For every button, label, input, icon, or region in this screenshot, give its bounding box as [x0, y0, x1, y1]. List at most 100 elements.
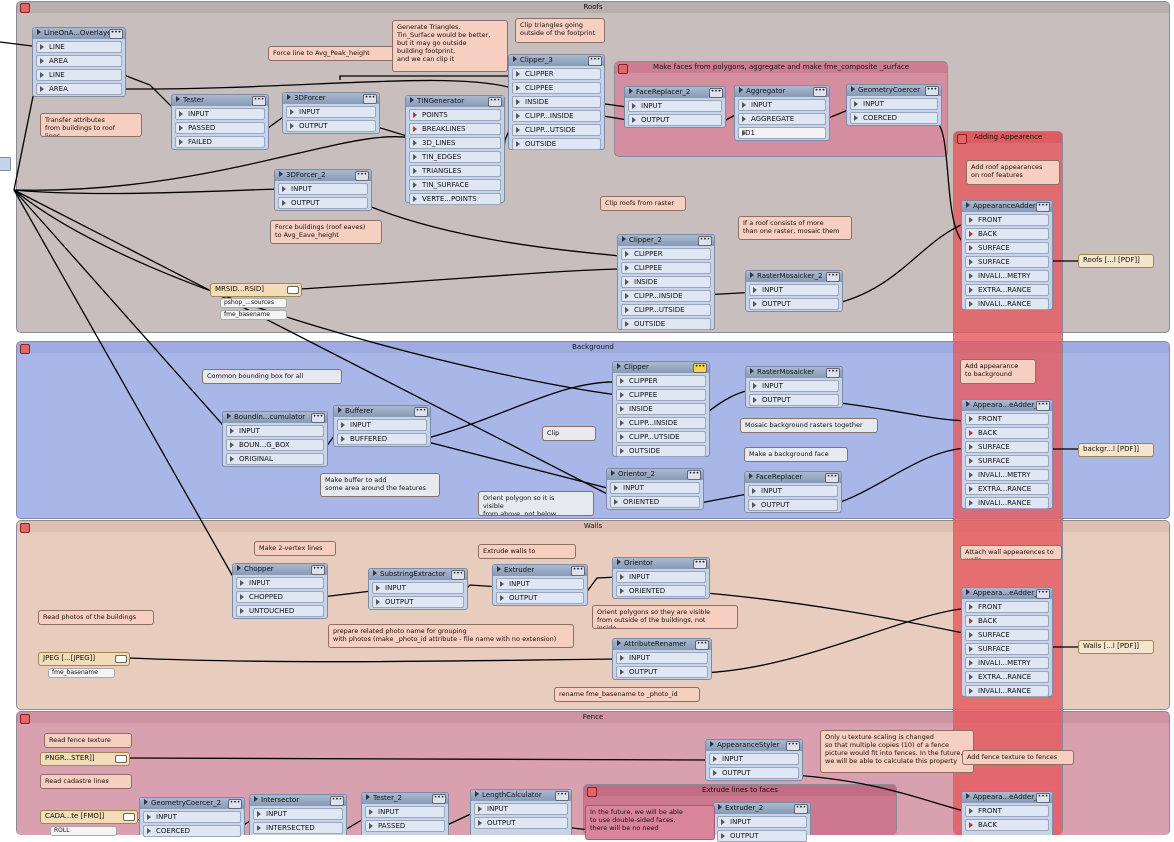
more-icon[interactable]: ••• — [355, 171, 369, 181]
transformer-bufferer[interactable]: Bufferer••• INPUT BUFFERED — [333, 405, 431, 447]
more-icon[interactable]: ••• — [925, 86, 939, 96]
offscreen-port[interactable] — [0, 157, 11, 171]
port[interactable]: ORIENTED — [610, 496, 700, 508]
port[interactable]: INSIDE — [616, 403, 706, 415]
port[interactable]: INPUT — [337, 419, 427, 431]
transformer-facereplacer[interactable]: FaceReplacer••• INPUT OUTPUT — [744, 471, 842, 513]
more-icon[interactable]: ••• — [1036, 401, 1050, 411]
port[interactable]: 3D_LINES — [409, 137, 501, 149]
port[interactable]: CLIPP...INSIDE — [512, 110, 601, 122]
transformer-appearancestyler[interactable]: AppearanceStyler••• INPUT OUTPUT — [705, 739, 803, 781]
bookmark-icon[interactable] — [957, 134, 967, 144]
port[interactable]: INPUT — [616, 652, 708, 664]
port[interactable]: INPUT — [236, 577, 324, 589]
port[interactable]: OUTPUT — [616, 666, 708, 678]
port[interactable]: TRIANGLES — [409, 165, 501, 177]
port[interactable]: INPUT — [496, 578, 584, 590]
port[interactable]: COERCED — [143, 825, 241, 837]
port[interactable]: BACK — [965, 615, 1049, 627]
port[interactable]: CLIPP...INSIDE — [616, 417, 706, 429]
more-icon[interactable]: ••• — [414, 407, 428, 417]
port[interactable]: COERCED — [850, 112, 938, 124]
port[interactable]: FRONT — [965, 214, 1049, 226]
more-icon[interactable]: ••• — [432, 794, 446, 804]
transformer-aggregator[interactable]: Aggregator••• INPUT AGGREGATE ID1 — [734, 85, 830, 141]
port[interactable]: INPUT — [738, 99, 826, 111]
transformer-tester2[interactable]: Tester_2••• INPUT PASSED — [361, 792, 449, 835]
reader-mrsid[interactable]: MRSID...RSID] — [210, 283, 302, 297]
port[interactable]: BOUN...G_BOX — [226, 439, 324, 451]
port[interactable]: CLIPPEE — [621, 262, 711, 274]
transformer-tester[interactable]: Tester••• INPUT PASSED FAILED — [171, 94, 269, 150]
more-icon[interactable] — [287, 286, 299, 294]
port[interactable]: EXTRA...RANCE — [965, 284, 1049, 296]
port[interactable]: INPUT — [749, 380, 839, 392]
port[interactable]: AGGREGATE — [738, 113, 826, 125]
port[interactable]: INVALI...METRY — [965, 469, 1049, 481]
more-icon[interactable]: ••• — [1036, 793, 1050, 803]
port[interactable]: INPUT — [143, 811, 241, 823]
writer-roofs[interactable]: Roofs [...l [PDF]] — [1078, 254, 1154, 268]
port[interactable]: OUTPUT — [628, 114, 722, 126]
port[interactable]: INPUT — [226, 425, 324, 437]
bookmark-icon[interactable] — [20, 3, 30, 13]
more-icon[interactable]: ••• — [826, 272, 840, 282]
port[interactable]: EXTRA...RANCE — [965, 671, 1049, 683]
port[interactable]: INPUT — [616, 571, 706, 583]
transformer-appearanceadder4[interactable]: Appeara...eAdder_4••• FRONT BACK — [961, 791, 1053, 835]
port[interactable]: OUTSIDE — [616, 445, 706, 457]
more-icon[interactable]: ••• — [695, 640, 709, 650]
port[interactable]: INPUT — [748, 485, 838, 497]
port[interactable]: VERTE...POINTS — [409, 193, 501, 205]
more-icon[interactable]: ••• — [571, 566, 585, 576]
port[interactable]: OUTPUT — [717, 830, 807, 842]
port[interactable]: INPUT — [372, 582, 464, 594]
transformer-rastermosaicker[interactable]: RasterMosaicker••• INPUT OUTPUT — [745, 366, 843, 408]
port[interactable]: INPUT — [850, 98, 938, 110]
transformer-boundingbox[interactable]: Boundin...cumulator••• INPUT BOUN...G_BO… — [222, 411, 328, 467]
port[interactable]: INSIDE — [621, 276, 711, 288]
port[interactable]: INPUT — [278, 183, 368, 195]
bookmark-icon[interactable] — [618, 64, 628, 74]
port[interactable]: SURFACE — [965, 441, 1049, 453]
port[interactable]: SURFACE — [965, 455, 1049, 467]
transformer-appearanceadder2[interactable]: Appeara...eAdder_2••• FRONT BACK SURFACE… — [961, 399, 1053, 509]
port[interactable]: OUTPUT — [286, 120, 376, 132]
port[interactable]: INPUT — [365, 806, 445, 818]
port[interactable]: FRONT — [965, 601, 1049, 613]
port[interactable]: INPUT — [709, 753, 799, 765]
transformer-intersector[interactable]: Intersector••• INPUT INTERSECTED — [249, 794, 347, 835]
transformer-clipper2[interactable]: Clipper_2••• CLIPPER CLIPPEE INSIDE CLIP… — [617, 234, 715, 330]
bookmark-icon[interactable] — [20, 344, 30, 354]
port[interactable]: SURFACE — [965, 256, 1049, 268]
more-icon[interactable]: ••• — [488, 97, 502, 107]
reader-png[interactable]: PNGR...STER]] — [40, 752, 130, 766]
port[interactable]: CLIPP...UTSIDE — [621, 304, 711, 316]
port[interactable]: BUFFERED — [337, 433, 427, 445]
transformer-substringextractor[interactable]: SubstringExtractor••• INPUT OUTPUT — [368, 568, 468, 610]
reader-jpeg[interactable]: JPEG [...[JPEG]] — [38, 652, 130, 666]
port[interactable]: INVALI...METRY — [965, 270, 1049, 282]
port[interactable]: CLIPPER — [621, 248, 711, 260]
port[interactable]: INPUT — [175, 108, 265, 120]
transformer-extruder2[interactable]: Extruder_2••• INPUT OUTPUT — [713, 802, 811, 842]
port[interactable]: TIN_SURFACE — [409, 179, 501, 191]
port[interactable]: POINTS — [409, 109, 501, 121]
port[interactable]: CLIPPEE — [616, 389, 706, 401]
port[interactable]: INSIDE — [512, 96, 601, 108]
port[interactable]: INVALI...RANCE — [965, 685, 1049, 697]
more-icon[interactable]: ••• — [588, 56, 602, 66]
more-icon[interactable]: ••• — [330, 796, 344, 806]
port[interactable]: LINE — [36, 41, 122, 53]
reader-cadastre[interactable]: CADA...te [FMO]] — [40, 810, 138, 824]
port[interactable]: FRONT — [965, 413, 1049, 425]
port[interactable]: SURFACE — [965, 643, 1049, 655]
bookmark-icon[interactable] — [20, 714, 30, 724]
port[interactable]: SURFACE — [965, 629, 1049, 641]
more-icon[interactable]: ••• — [693, 559, 707, 569]
more-icon[interactable] — [115, 655, 127, 663]
port[interactable]: BACK — [965, 427, 1049, 439]
port[interactable]: ORIENTED — [616, 585, 706, 597]
port[interactable]: FRONT — [965, 805, 1049, 817]
more-icon[interactable]: ••• — [687, 470, 701, 480]
